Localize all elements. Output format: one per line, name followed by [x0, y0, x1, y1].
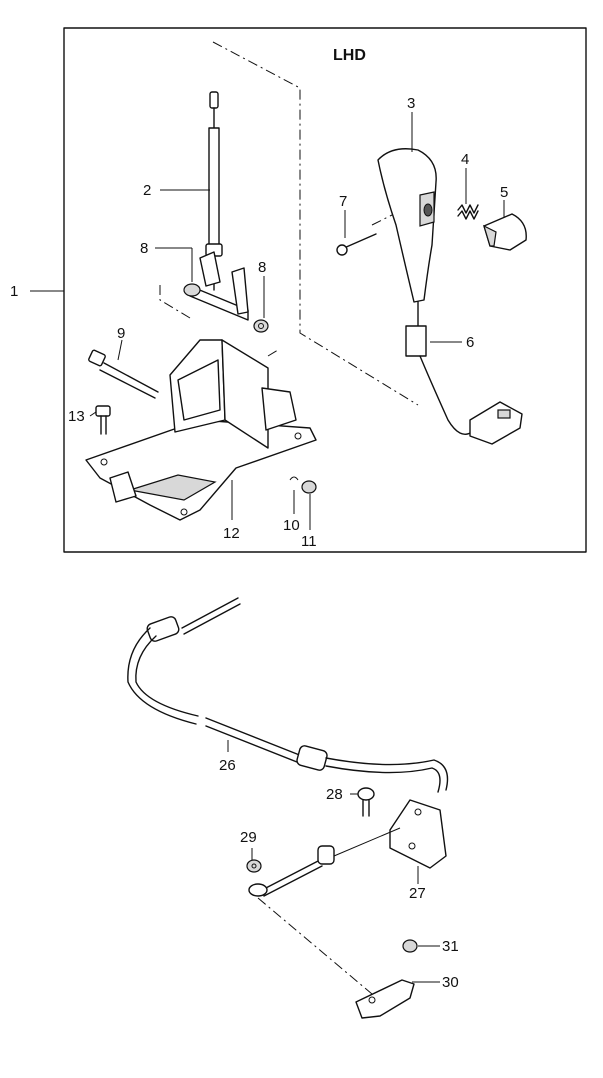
- assembly-frame: [63, 27, 587, 553]
- shift-knob: [377, 148, 437, 331]
- bracket-bolt: [357, 787, 375, 817]
- nut-31: [402, 939, 418, 953]
- callout-4: 4: [461, 151, 469, 168]
- cable-end-rod: [248, 827, 401, 995]
- lever-plate: [355, 979, 415, 1019]
- callout-5: 5: [500, 184, 508, 201]
- leader-lines: [30, 112, 505, 983]
- control-cable: [127, 597, 449, 793]
- bushing-left: [183, 283, 201, 297]
- callout-9: 9: [117, 325, 125, 342]
- callout-8-right: 8: [258, 259, 266, 276]
- callout-1: 1: [10, 283, 18, 300]
- washer-29: [246, 859, 262, 873]
- callout-31: 31: [442, 938, 459, 955]
- callout-11: 11: [301, 533, 317, 550]
- callout-28: 28: [326, 786, 343, 803]
- callout-13: 13: [68, 408, 85, 425]
- callout-7: 7: [339, 193, 347, 210]
- washer-10: [289, 476, 299, 481]
- cable-bracket: [389, 799, 447, 869]
- base-bracket: [85, 339, 317, 521]
- callout-8-left: 8: [140, 240, 148, 257]
- figure-title: LHD: [333, 47, 366, 64]
- callout-27: 27: [409, 885, 426, 902]
- nut-11: [301, 480, 317, 494]
- callout-29: 29: [240, 829, 257, 846]
- bushing-right: [253, 319, 269, 333]
- spring: [457, 204, 479, 220]
- knob-button: [483, 213, 527, 251]
- switch-harness: [405, 325, 523, 445]
- callout-3: 3: [407, 95, 415, 112]
- screw: [336, 233, 377, 256]
- callout-2: 2: [143, 182, 151, 199]
- callout-labels: 1 2 3 4 5 6 7 8 8 9 10 11 12 13 26 27 28…: [10, 95, 508, 991]
- callout-26: 26: [219, 757, 236, 774]
- callout-10: 10: [283, 517, 300, 534]
- callout-6: 6: [466, 334, 474, 351]
- mounting-bolt: [95, 405, 111, 435]
- pivot-bolt: [88, 349, 159, 399]
- callout-12: 12: [223, 525, 240, 542]
- callout-30: 30: [442, 974, 459, 991]
